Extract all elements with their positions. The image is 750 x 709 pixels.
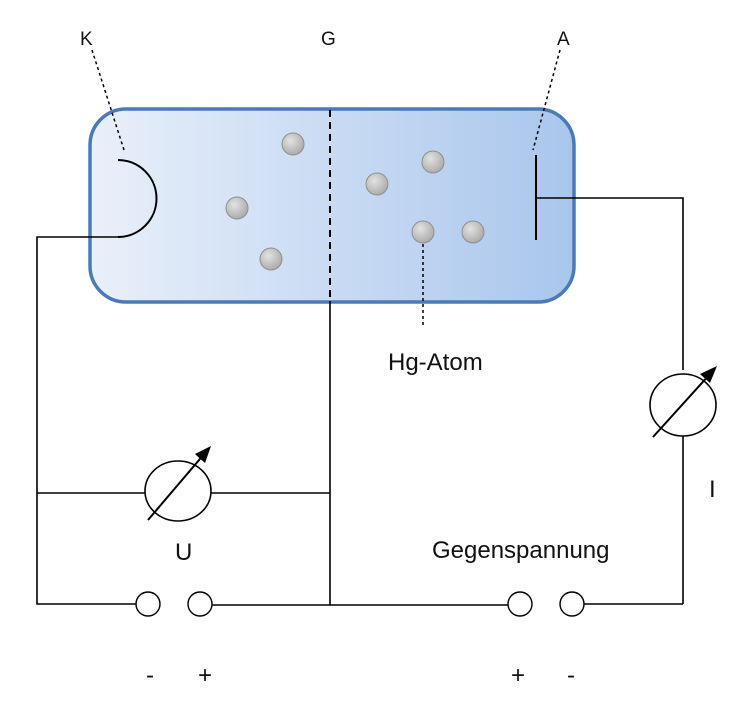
- terminal-minus-left: [135, 591, 161, 617]
- terminal-plus-left: [187, 591, 213, 617]
- label-cathode: K: [80, 29, 93, 50]
- hg-atom: [365, 172, 389, 196]
- hg-atom: [259, 247, 283, 271]
- label-minus-left: -: [146, 662, 154, 689]
- label-hg-atom: Hg-Atom: [388, 349, 483, 376]
- label-voltage-u: U: [175, 539, 192, 566]
- voltmeter-u: [144, 446, 212, 522]
- label-plus-left: +: [198, 662, 212, 689]
- hg-atoms: [225, 132, 485, 271]
- vacuum-tube: [88, 107, 576, 304]
- label-grid: G: [321, 29, 336, 50]
- hg-atom: [225, 196, 249, 220]
- wires: [36, 197, 684, 606]
- anode-wire: [536, 197, 684, 370]
- label-counter-voltage: Gegenspannung: [432, 537, 610, 564]
- hg-atom: [461, 220, 485, 244]
- hg-atom: [421, 150, 445, 174]
- terminal-minus-right: [559, 591, 585, 617]
- label-plus-right: +: [511, 662, 525, 689]
- anode-leader: [532, 49, 561, 151]
- hg-atom: [411, 220, 435, 244]
- cathode-wire: [36, 236, 136, 605]
- ammeter-i: [649, 366, 717, 438]
- cathode-electrode: [117, 159, 158, 238]
- label-current-i: I: [709, 476, 716, 503]
- label-anode: A: [557, 29, 570, 50]
- terminal-plus-right: [507, 591, 533, 617]
- label-minus-right: -: [567, 662, 575, 689]
- hg-atom: [281, 132, 305, 156]
